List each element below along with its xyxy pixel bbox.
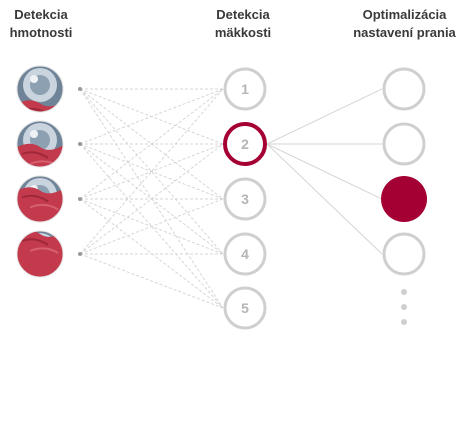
weight-to-softness-links <box>79 88 224 309</box>
weight-node-ring <box>16 120 64 168</box>
more-dot <box>401 289 407 295</box>
softness-optimization-link <box>266 143 383 200</box>
softness-title-line2: mäkkosti <box>214 25 272 40</box>
weight-softness-link <box>79 88 224 255</box>
weight-softness-link <box>79 143 224 200</box>
more-dot <box>401 319 407 325</box>
weight-softness-link <box>79 88 224 145</box>
softness-level-label: 5 <box>241 300 249 316</box>
drum-load-icon <box>17 176 63 222</box>
weight-softness-link <box>79 143 224 309</box>
softness-node <box>223 286 267 330</box>
weight-softness-link <box>79 88 224 200</box>
softness-optimization-link <box>266 143 383 255</box>
connector-dot <box>78 197 82 201</box>
more-options-dots-icon <box>401 289 407 325</box>
optimization-nodes <box>381 67 427 276</box>
softness-node-selected <box>223 122 267 166</box>
optimization-title: Optimalizácia nastavení prania <box>344 6 465 42</box>
drum-load-icon <box>17 121 63 167</box>
optimization-title-line1: Optimalizácia <box>362 7 447 22</box>
weight-node-ring <box>16 65 64 113</box>
weight-softness-link <box>79 253 224 309</box>
softness-level-label: 4 <box>241 246 249 262</box>
connector-dot <box>78 252 82 256</box>
optimization-node <box>382 122 426 166</box>
softness-nodes: 1 2 3 4 5 <box>223 67 267 330</box>
drum-load-icon <box>17 231 63 277</box>
softness-optimization-link <box>266 88 383 145</box>
connector-dot <box>78 87 82 91</box>
weight-softness-link <box>79 88 224 255</box>
softness-detection-title: Detekcia mäkkosti <box>197 6 289 42</box>
softness-node <box>223 177 267 221</box>
optimization-node <box>382 67 426 111</box>
more-dot <box>401 304 407 310</box>
softness-node <box>223 232 267 276</box>
optimization-node <box>382 232 426 276</box>
weight-softness-link <box>79 143 224 255</box>
softness-node <box>223 67 267 111</box>
optimization-title-line2: nastavení prania <box>353 25 456 40</box>
weight-title-line2: hmotnosti <box>9 25 73 40</box>
weight-softness-link <box>79 198 224 255</box>
weight-detection-title: Detekcia hmotnosti <box>0 6 82 42</box>
optimization-node-selected <box>381 176 427 222</box>
softness-level-label: 3 <box>241 191 249 207</box>
softness-level-label: 1 <box>241 81 249 97</box>
weight-node-ring <box>16 175 64 223</box>
weight-nodes <box>16 65 82 278</box>
softness-title-line1: Detekcia <box>216 7 270 22</box>
weight-title-line1: Detekcia <box>14 7 68 22</box>
softness-to-optimization-links <box>266 88 383 255</box>
softness-level-label: 2 <box>241 136 249 152</box>
connector-dot <box>78 142 82 146</box>
weight-node-ring <box>16 230 64 278</box>
